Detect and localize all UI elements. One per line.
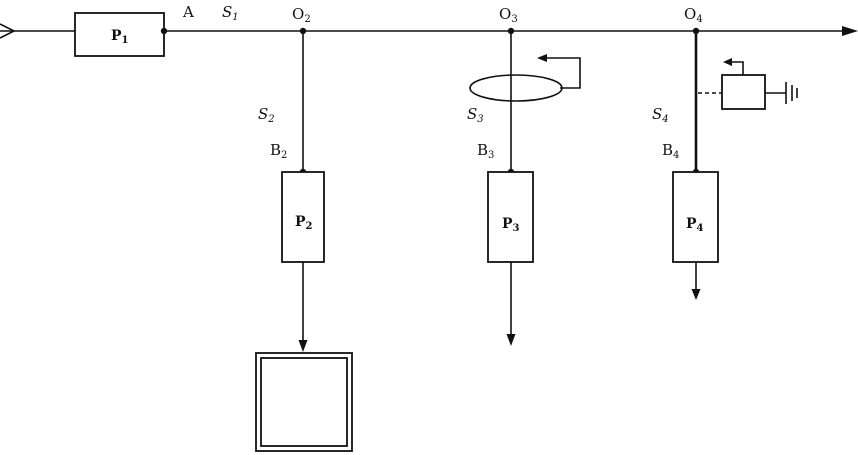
label-o4-subscript: 4 [696, 14, 702, 25]
block-p3-label: P [502, 216, 513, 232]
node-a [160, 27, 168, 35]
svg-text:O2: O2 [292, 5, 311, 25]
svg-text:P4: P4 [686, 216, 704, 234]
svg-text:S1: S1 [222, 3, 239, 23]
svg-text:B2: B2 [270, 141, 287, 161]
branch-2-outlet-arrow [298, 340, 308, 352]
block-p2-label: P [295, 214, 306, 230]
label-s2: S [258, 105, 268, 123]
label-s4-subscript: 4 [661, 114, 668, 125]
svg-text:O3: O3 [499, 5, 518, 25]
label-s2-subscript: 2 [267, 114, 274, 125]
block-p2: P2 [281, 171, 325, 263]
svg-text:S3: S3 [467, 105, 484, 125]
label-s3-subscript: 3 [477, 114, 483, 125]
main-outlet-arrow [842, 26, 858, 36]
label-s3: S [467, 105, 477, 123]
label-b2: B [270, 141, 281, 159]
block-p1-subscript: 1 [122, 35, 129, 46]
svg-text:P1: P1 [111, 28, 129, 46]
label-s4: S [652, 105, 662, 123]
svg-text:S4: S4 [652, 105, 669, 125]
svg-text:P2: P2 [295, 214, 313, 232]
label-o3: O [499, 5, 511, 23]
svg-text:B4: B4 [662, 141, 679, 161]
block-p1-label: P [111, 28, 122, 44]
svg-text:P3: P3 [502, 216, 520, 234]
label-b3-subscript: 3 [488, 150, 494, 161]
receiving-tank [255, 352, 353, 452]
svg-text:O4: O4 [684, 5, 703, 25]
label-o2: O [292, 5, 304, 23]
label-o3-subscript: 3 [511, 14, 517, 25]
block-p4-subscript: 4 [697, 223, 704, 234]
loop-control-element [469, 54, 581, 102]
label-b2-subscript: 2 [281, 150, 287, 161]
svg-text:S2: S2 [258, 105, 275, 125]
branch-3-outlet-arrow [506, 334, 516, 346]
label-o4: O [684, 5, 696, 23]
label-b3: B [477, 141, 488, 159]
block-p3-subscript: 3 [513, 223, 520, 234]
label-s1-subscript: 1 [232, 12, 238, 23]
svg-text:B3: B3 [477, 141, 494, 161]
label-a: A [182, 3, 194, 21]
block-p4-label: P [686, 216, 697, 232]
block-p1: P1 [74, 12, 165, 57]
block-p2-subscript: 2 [306, 221, 313, 232]
branch-4-outlet-arrow [691, 289, 701, 300]
label-b4-subscript: 4 [673, 150, 679, 161]
block-p4: P4 [672, 171, 719, 263]
actuator-element [698, 58, 798, 110]
label-s1: S [222, 3, 232, 21]
label-b4: B [662, 141, 673, 159]
label-o2-subscript: 2 [304, 14, 310, 25]
block-p3: P3 [487, 171, 534, 263]
